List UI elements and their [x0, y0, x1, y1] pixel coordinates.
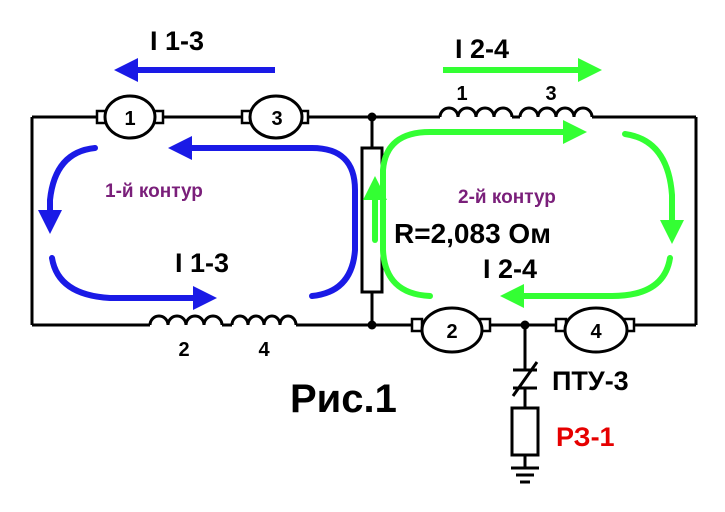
- label-current-top-left: I 1-3: [150, 26, 204, 56]
- coil-bottom-4-label: 4: [258, 339, 270, 361]
- label-current-inner-right: I 2-4: [483, 254, 537, 284]
- motor-1: 1: [95, 94, 165, 140]
- coil-top-1-label: 1: [456, 83, 467, 105]
- motor-2: 2: [410, 306, 492, 354]
- coil-bottom-2: [148, 314, 224, 326]
- motor-3-label: 3: [271, 108, 282, 130]
- label-current-inner-left: I 1-3: [175, 248, 229, 278]
- coil-bottom-4: [230, 314, 298, 326]
- coil-bottom-2-label: 2: [178, 339, 189, 361]
- relay-box: [510, 406, 540, 457]
- loop1-arrows: [38, 136, 358, 310]
- label-loop2: 2-й контур: [458, 187, 556, 208]
- motor-1-label: 1: [124, 108, 135, 130]
- coil-top-3: [518, 106, 594, 118]
- label-current-top-right: I 2-4: [455, 34, 509, 64]
- loop2-arrows: [363, 120, 684, 308]
- motor-4: 4: [554, 306, 636, 354]
- label-contact: ПТУ-3: [552, 366, 629, 396]
- motor-4-label: 4: [590, 321, 602, 343]
- junction-ground: [520, 320, 530, 330]
- coil-top-3-label: 3: [545, 83, 556, 105]
- label-relay: РЗ-1: [556, 422, 615, 452]
- junction-top: [367, 112, 377, 122]
- motor-2-label: 2: [446, 321, 457, 343]
- motor-3: 3: [240, 94, 310, 140]
- figure-caption: Рис.1: [290, 377, 397, 421]
- label-resistance: R=2,083 Ом: [394, 218, 551, 249]
- ground-icon: [511, 466, 539, 484]
- label-loop1: 1-й контур: [105, 181, 203, 202]
- junction-bottom: [367, 320, 377, 330]
- coil-top-1: [438, 106, 514, 118]
- contact-ptu3: [511, 361, 539, 397]
